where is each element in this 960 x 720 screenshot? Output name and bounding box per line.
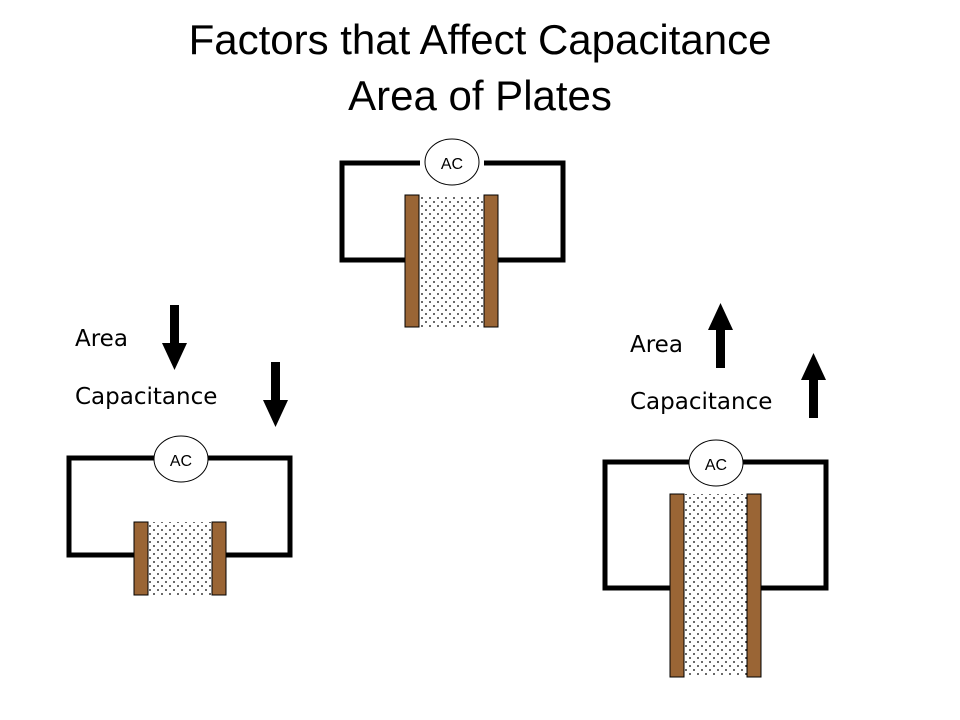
capacitor-plate-right — [483, 194, 499, 328]
capacitor-plate-right — [211, 521, 227, 596]
slide-subtitle: Area of Plates — [348, 72, 612, 119]
dielectric — [419, 195, 484, 327]
ac-source-label: AC — [705, 457, 727, 474]
ac-source-label: AC — [441, 156, 463, 173]
capacitor — [404, 194, 499, 328]
ac-source: AC — [688, 439, 744, 487]
area-label: Area — [630, 332, 683, 358]
capacitor — [669, 493, 762, 678]
capacitor-plate-left — [669, 493, 685, 678]
slide-title: Factors that Affect Capacitance — [188, 16, 772, 63]
ac-source-label: AC — [170, 453, 192, 470]
down-arrow-icon — [162, 305, 187, 370]
capacitance-label: Capacitance — [75, 384, 217, 410]
ac-source: AC — [424, 138, 480, 186]
capacitor — [133, 521, 227, 596]
down-arrow-icon — [263, 362, 288, 427]
dielectric — [684, 494, 747, 677]
capacitor-plate-left — [404, 194, 420, 328]
circuit-wire — [339, 160, 566, 263]
circuit-smaller-area: Area Capacitance AC — [66, 305, 293, 596]
up-arrow-icon — [801, 353, 826, 418]
capacitor-plate-right — [746, 493, 762, 678]
area-label: Area — [75, 326, 128, 352]
circuit-wire — [602, 459, 829, 591]
circuit-wire — [66, 455, 293, 558]
ac-source: AC — [153, 435, 209, 483]
capacitor-plate-left — [133, 521, 149, 596]
up-arrow-icon — [708, 303, 733, 368]
dielectric — [148, 522, 212, 595]
circuit-larger-area: Area Capacitance AC — [602, 303, 829, 678]
capacitance-label: Capacitance — [630, 389, 772, 415]
circuit-reference: AC — [339, 138, 566, 328]
